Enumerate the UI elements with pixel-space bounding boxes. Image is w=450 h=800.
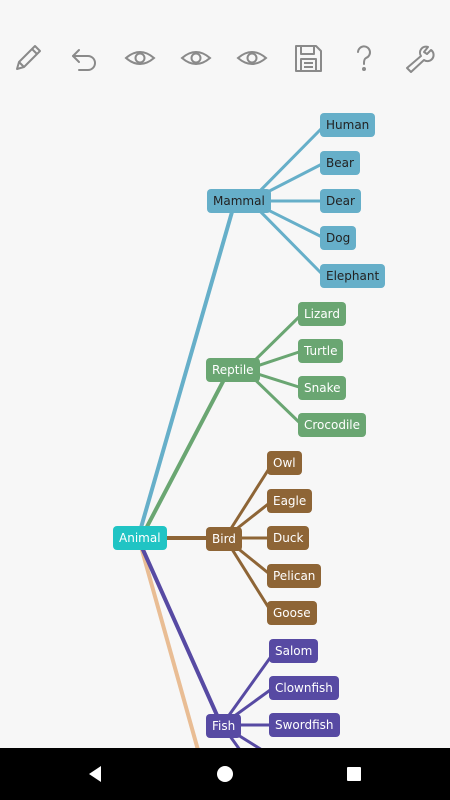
edge-root-fish — [138, 541, 222, 724]
node-snake[interactable]: Snake — [298, 376, 347, 400]
pencil-icon[interactable] — [8, 38, 48, 78]
toolbar — [0, 0, 450, 100]
wrench-icon[interactable] — [400, 38, 440, 78]
node-dear[interactable]: Dear — [320, 189, 361, 213]
edge-extra — [138, 541, 200, 748]
eye-icon[interactable] — [120, 38, 160, 78]
edge-fish-salom — [220, 650, 277, 726]
node-root[interactable]: Animal — [113, 526, 167, 550]
edge-root-reptile — [138, 370, 230, 542]
edge-bird-owl — [223, 463, 274, 539]
eye-icon[interactable] — [232, 38, 272, 78]
node-reptile[interactable]: Reptile — [206, 358, 260, 382]
node-fish[interactable]: Fish — [206, 714, 242, 738]
edge-root-mammal — [136, 203, 236, 540]
node-clownfish[interactable]: Clownfish — [269, 676, 339, 700]
node-bear[interactable]: Bear — [320, 151, 360, 175]
save-icon[interactable] — [288, 38, 328, 78]
mindmap-canvas[interactable]: Animal Mammal Human Bear Dear Dog Elepha… — [0, 0, 450, 748]
edge-mammal-elephant — [248, 199, 326, 278]
node-goose[interactable]: Goose — [267, 601, 317, 625]
edge-mammal-human — [248, 124, 326, 203]
node-bird[interactable]: Bird — [206, 527, 242, 551]
help-icon[interactable] — [344, 38, 384, 78]
node-swordfish[interactable]: Swordfish — [269, 713, 340, 737]
back-icon[interactable] — [80, 760, 110, 788]
node-salom[interactable]: Salom — [269, 639, 319, 663]
home-icon[interactable] — [210, 760, 240, 788]
navigation-bar — [0, 748, 450, 800]
node-duck[interactable]: Duck — [267, 526, 310, 550]
recents-icon[interactable] — [339, 760, 369, 788]
undo-icon[interactable] — [64, 38, 104, 78]
node-crocodile[interactable]: Crocodile — [298, 413, 366, 437]
node-lizard[interactable]: Lizard — [298, 302, 347, 326]
eye-icon[interactable] — [176, 38, 216, 78]
node-pelican[interactable]: Pelican — [267, 564, 322, 588]
node-eagle[interactable]: Eagle — [267, 489, 313, 513]
node-mammal[interactable]: Mammal — [207, 189, 271, 213]
node-human[interactable]: Human — [320, 113, 376, 137]
node-turtle[interactable]: Turtle — [298, 339, 344, 363]
node-dog[interactable]: Dog — [320, 226, 357, 250]
node-owl[interactable]: Owl — [267, 451, 302, 475]
node-elephant[interactable]: Elephant — [320, 264, 386, 288]
